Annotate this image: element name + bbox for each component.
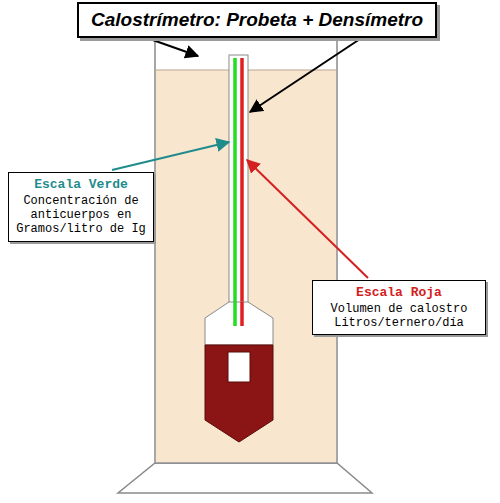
box-heading: Escala Verde xyxy=(14,177,148,193)
ballast-notch xyxy=(228,352,250,382)
box-heading: Escala Roja xyxy=(318,285,480,301)
leader-arrow xyxy=(247,160,368,278)
leader-arrow xyxy=(150,39,198,56)
leader-arrow xyxy=(112,142,229,170)
graduated-cylinder xyxy=(155,22,337,463)
leader-arrow xyxy=(250,39,360,112)
box-heading: Calostrímetro: Probeta + Densímetro xyxy=(91,9,423,31)
box-body: Concentración de anticuerpos en Gramos/l… xyxy=(14,194,148,237)
cylinder-base xyxy=(118,463,372,493)
title-box: Calostrímetro: Probeta + Densímetro xyxy=(77,2,437,38)
red-scale xyxy=(240,58,244,326)
callout-box: Escala VerdeConcentración de anticuerpos… xyxy=(8,172,154,242)
green-scale xyxy=(233,58,237,326)
hydrometer-ballast xyxy=(205,345,273,442)
green-scale-end xyxy=(233,302,237,326)
hydrometer-stem xyxy=(229,55,248,305)
red-scale-end xyxy=(240,302,244,326)
hydrometer-bulb xyxy=(205,302,273,345)
callout-box: Escala RojaVolumen de calostro Litros/te… xyxy=(312,280,486,335)
box-body: Volumen de calostro Litros/ternero/día xyxy=(318,302,480,331)
